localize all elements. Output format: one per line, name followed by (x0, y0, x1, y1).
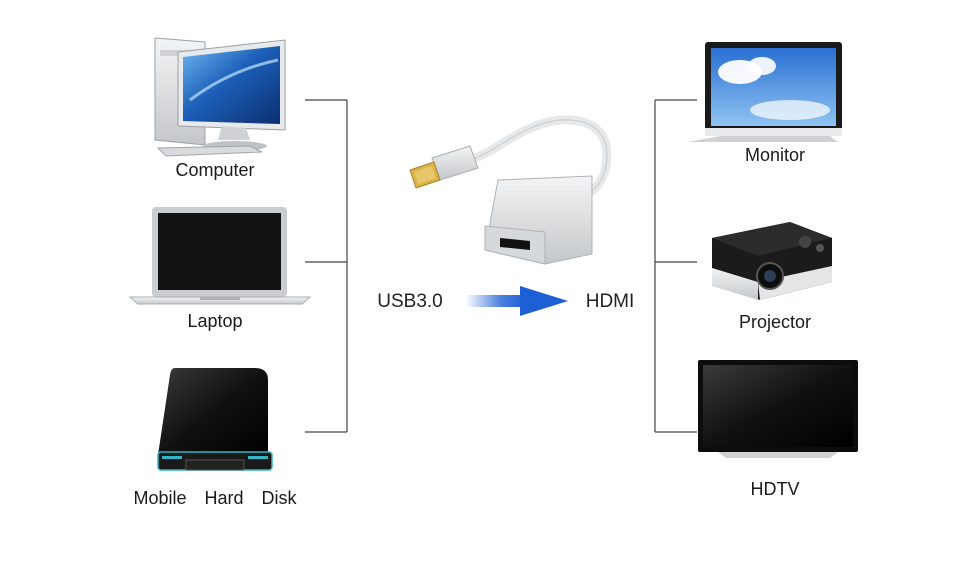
direction-arrow (465, 286, 568, 316)
monitor-icon (688, 42, 842, 142)
projector-icon (712, 222, 832, 300)
computer-label: Computer (175, 160, 255, 180)
laptop-icon (128, 207, 312, 305)
usb-input-label: USB3.0 (377, 291, 443, 312)
hard-disk-icon (157, 368, 273, 471)
usb-hdmi-adapter-icon (409, 115, 612, 265)
computer-icon (154, 37, 286, 157)
right-bracket (654, 99, 697, 433)
left-bracket (305, 99, 348, 433)
hdmi-output-label: HDMI (585, 291, 635, 312)
projector-label: Projector (738, 312, 812, 332)
hdtv-label: HDTV (750, 479, 800, 499)
hdtv-icon (698, 360, 858, 458)
mobile-hard-disk-label: Mobile Hard Disk (133, 488, 297, 508)
monitor-label: Monitor (744, 145, 806, 165)
laptop-label: Laptop (187, 311, 243, 331)
